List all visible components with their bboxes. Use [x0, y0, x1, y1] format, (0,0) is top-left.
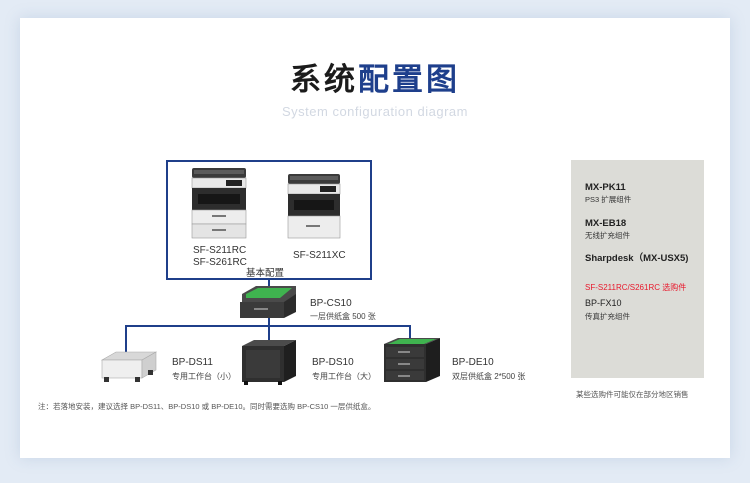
title-plain: 系统: [290, 62, 358, 98]
basic-config-box: [166, 160, 372, 280]
page-title: 系统配置图: [0, 54, 750, 99]
bp-ds10-image: [242, 340, 296, 385]
bp-ds11-image: [100, 351, 158, 382]
bp-ds11-desc: 专用工作台（小）: [172, 372, 236, 381]
panel-caption: 某些选购件可能仅在部分地区销售: [576, 390, 689, 399]
panel-item-mx-pk11-name: MX-PK11: [585, 182, 626, 193]
printer-sf-s211xc-image: [287, 174, 341, 239]
basic-config-caption: 基本配置: [246, 268, 285, 279]
bp-de10-desc: 双层供纸盒 2*500 张: [452, 372, 526, 381]
model-b-label: SF-S211XC: [293, 250, 346, 261]
bp-ds10-name: BP-DS10: [312, 357, 354, 368]
bp-de10-image: [384, 338, 440, 382]
bp-cs10-image: [240, 286, 296, 318]
bp-ds11-name: BP-DS11: [172, 357, 213, 368]
model-a-label-1: SF-S211RC: [193, 245, 247, 256]
panel-item-bp-fx10-desc: 传真扩充组件: [585, 312, 630, 321]
panel-item-mx-eb18-desc: 无线扩充组件: [585, 231, 630, 240]
page-subtitle: System configuration diagram: [282, 104, 468, 119]
panel-item-mx-pk11-desc: PS3 扩展组件: [585, 195, 632, 204]
options-panel: MX-PK11 PS3 扩展组件 MX-EB18 无线扩充组件 Sharpdes…: [571, 160, 704, 378]
panel-item-sharpdesk-name: Sharpdesk（MX-USX5): [585, 253, 689, 264]
bp-cs10-desc: 一层供纸盒 500 张: [310, 312, 376, 321]
printer-sf-s211rc-image: [191, 168, 247, 239]
bp-de10-name: BP-DE10: [452, 357, 494, 368]
model-a-label-2: SF-S261RC: [193, 257, 247, 268]
panel-red-note: SF-S211RC/S261RC 选购件: [585, 283, 687, 292]
footnote: 注：若落地安装，建议选择 BP-DS11、BP-DS10 或 BP-DE10。同…: [38, 402, 376, 411]
bp-cs10-name: BP-CS10: [310, 298, 352, 309]
title-highlight: 配置图: [358, 62, 460, 98]
panel-item-bp-fx10-name: BP-FX10: [585, 298, 622, 308]
panel-item-mx-eb18-name: MX-EB18: [585, 218, 627, 229]
bp-ds10-desc: 专用工作台（大）: [312, 372, 376, 381]
